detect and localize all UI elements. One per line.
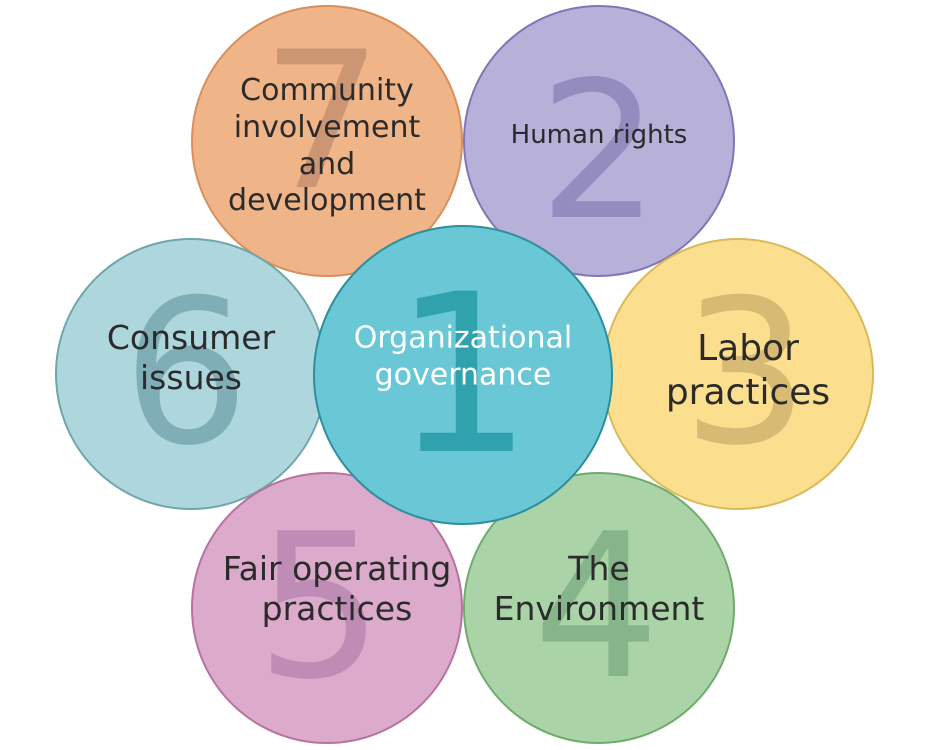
label-fair-operating-practices: Fair operating practices [222, 548, 452, 629]
label-labor-practices: Labor practices [665, 328, 831, 414]
circle-consumer-issues: 6 Consumer issues [55, 238, 327, 510]
label-consumer-issues: Consumer issues [106, 317, 276, 397]
label-organizational-governance: Organizational governance [353, 320, 573, 393]
label-the-environment: The Environment [493, 548, 705, 629]
numeral-2: 2 [538, 40, 660, 262]
label-community-involvement: Community involvement and development [228, 73, 426, 218]
circle-organizational-governance: 1 Organizational governance [313, 225, 613, 525]
circle-labor-practices: 3 Labor practices [602, 238, 874, 510]
label-human-rights: Human rights [510, 119, 688, 150]
